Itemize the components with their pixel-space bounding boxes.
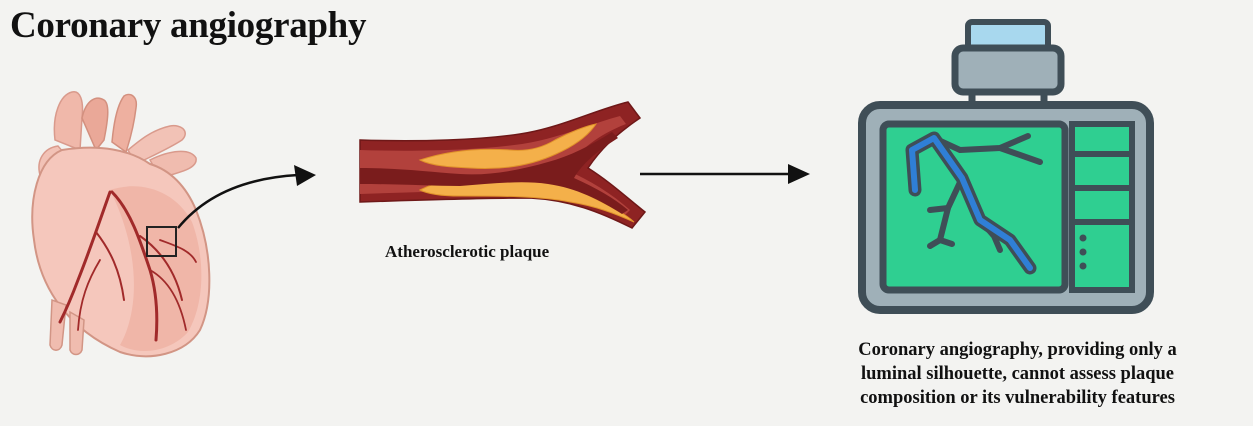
monitor-icon bbox=[862, 22, 1150, 310]
caption-line: composition or its vulnerability feature… bbox=[820, 386, 1215, 410]
caption: Coronary angiography, providing only a l… bbox=[820, 338, 1215, 410]
plaque-label: Atherosclerotic plaque bbox=[385, 242, 595, 262]
caption-line: luminal silhouette, cannot assess plaque bbox=[820, 362, 1215, 386]
artery-plaque-icon bbox=[360, 102, 645, 228]
caption-line: Coronary angiography, providing only a bbox=[820, 338, 1215, 362]
arrow-right-icon bbox=[640, 164, 810, 184]
